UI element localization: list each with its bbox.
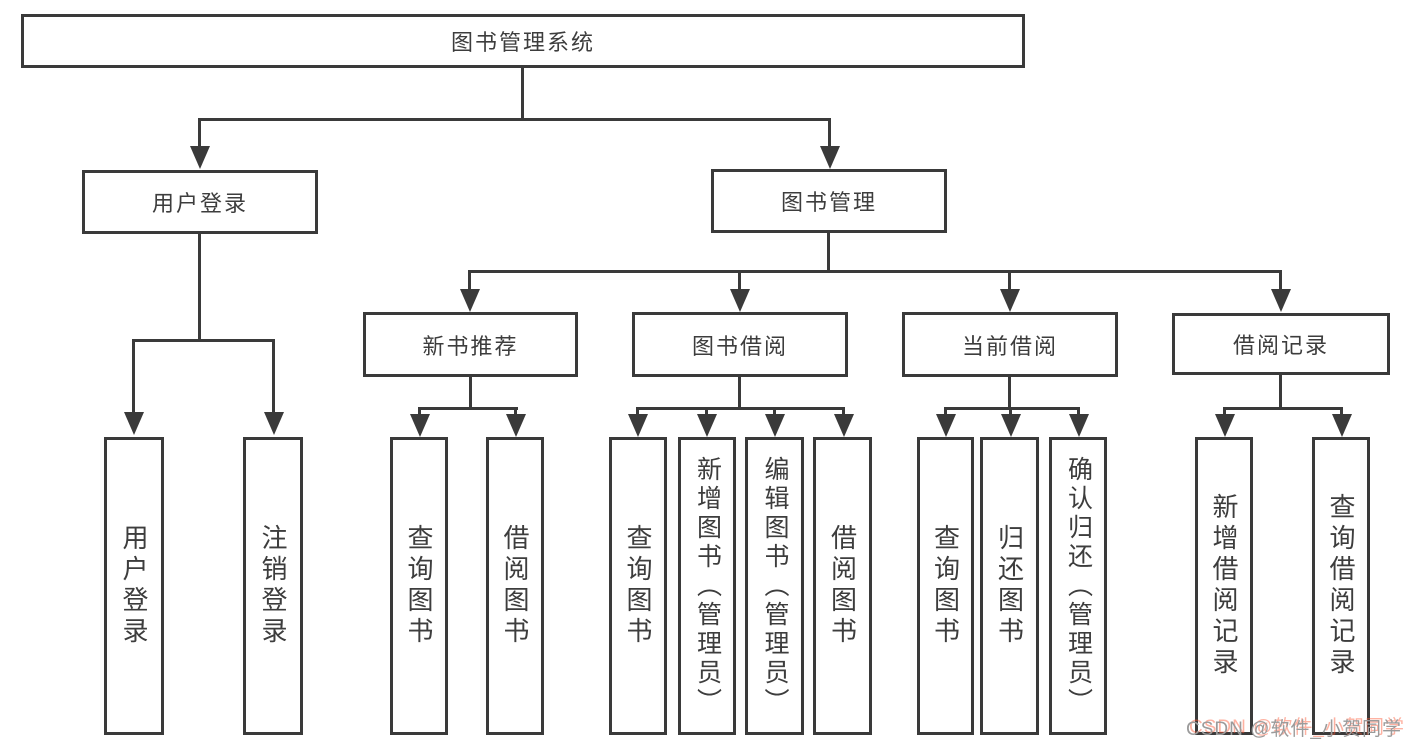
connector-borrowrecord-arrow2-stem — [1340, 410, 1343, 416]
leaf-logout: 注销登录 — [243, 437, 303, 735]
leaf-borrow-edit-book-admin: 编辑图书（管理员） — [745, 437, 804, 735]
leaf-current-confirm-return-admin: 确认归还（管理员） — [1049, 437, 1107, 735]
connector-root-right-stem — [828, 121, 831, 147]
leaf-current-query-book: 查询图书 — [917, 437, 974, 735]
connector-arrowhead — [124, 412, 144, 435]
connector-arrowhead — [1001, 414, 1021, 437]
connector-arrowhead — [506, 414, 526, 437]
connector-bookmgmt-arrow3-stem — [1008, 273, 1011, 291]
connector-borrowrecord-stem — [1279, 375, 1282, 407]
connector-newbook-stem — [469, 377, 472, 407]
leaf-record-add: 新增借阅记录 — [1195, 437, 1253, 735]
connector-arrowhead — [1332, 414, 1352, 437]
connector-newbook-bar — [418, 407, 518, 410]
csdn-watermark: CSDN @软件_小贺同学 — [1186, 719, 1402, 740]
connector-currentborrow-bar — [944, 407, 1080, 410]
connector-userlogin-arrow1-stem — [132, 342, 135, 413]
connector-arrowhead — [1215, 414, 1235, 437]
connector-arrowhead — [1271, 289, 1291, 312]
connector-arrowhead — [1000, 289, 1020, 312]
connector-borrowrecord-arrow1-stem — [1223, 410, 1226, 416]
connector-bookborrow-arrow2-stem — [705, 410, 708, 416]
connector-arrowhead — [460, 289, 480, 312]
node-new-book-recommend: 新书推荐 — [363, 312, 578, 377]
node-root: 图书管理系统 — [21, 14, 1025, 68]
connector-userlogin-bar — [132, 339, 275, 342]
connector-root-bar — [198, 118, 831, 121]
node-borrow-record: 借阅记录 — [1172, 313, 1390, 375]
leaf-user-login: 用户登录 — [104, 437, 164, 735]
connector-borrowrecord-bar — [1223, 407, 1343, 410]
connector-currentborrow-stem — [1008, 377, 1011, 407]
connector-arrowhead — [820, 146, 840, 169]
connector-arrowhead — [1069, 414, 1089, 437]
connector-arrowhead — [264, 412, 284, 435]
connector-arrowhead — [834, 414, 854, 437]
connector-arrowhead — [730, 289, 750, 312]
connector-arrowhead — [936, 414, 956, 437]
leaf-record-query: 查询借阅记录 — [1312, 437, 1370, 735]
connector-userlogin-arrow2-stem — [272, 342, 275, 413]
leaf-borrow-query-book: 查询图书 — [609, 437, 667, 735]
connector-userlogin-stem — [198, 234, 201, 339]
connector-bookmgmt-bar — [468, 270, 1282, 273]
connector-arrowhead — [190, 146, 210, 169]
leaf-borrow-add-book-admin: 新增图书（管理员） — [678, 437, 736, 735]
node-user-login: 用户登录 — [82, 170, 318, 234]
connector-currentborrow-arrow1-stem — [944, 410, 947, 416]
connector-root-left-stem — [198, 121, 201, 147]
connector-arrowhead — [410, 414, 430, 437]
connector-newbook-arrow2-stem — [514, 410, 517, 416]
connector-arrowhead — [697, 414, 717, 437]
connector-currentborrow-arrow2-stem — [1009, 410, 1012, 416]
leaf-current-return-book: 归还图书 — [980, 437, 1039, 735]
connector-arrowhead — [765, 414, 785, 437]
connector-bookborrow-arrow3-stem — [773, 410, 776, 416]
connector-arrowhead — [628, 414, 648, 437]
node-current-borrow: 当前借阅 — [902, 312, 1118, 377]
connector-root-stem — [521, 68, 524, 118]
connector-newbook-arrow1-stem — [418, 410, 421, 416]
connector-bookmgmt-arrow4-stem — [1279, 273, 1282, 291]
connector-bookmgmt-arrow1-stem — [468, 273, 471, 291]
leaf-newbook-query-book: 查询图书 — [390, 437, 448, 735]
connector-bookmgmt-stem — [827, 233, 830, 270]
node-book-management: 图书管理 — [711, 169, 947, 233]
connector-bookborrow-stem — [738, 377, 741, 407]
connector-bookmgmt-arrow2-stem — [738, 273, 741, 291]
connector-bookborrow-arrow1-stem — [636, 410, 639, 416]
leaf-borrow-borrow-book: 借阅图书 — [813, 437, 872, 735]
connector-bookborrow-arrow4-stem — [842, 410, 845, 416]
leaf-newbook-borrow-book: 借阅图书 — [486, 437, 544, 735]
connector-currentborrow-arrow3-stem — [1077, 410, 1080, 416]
node-book-borrow: 图书借阅 — [632, 312, 848, 377]
connector-bookborrow-bar — [636, 407, 845, 410]
